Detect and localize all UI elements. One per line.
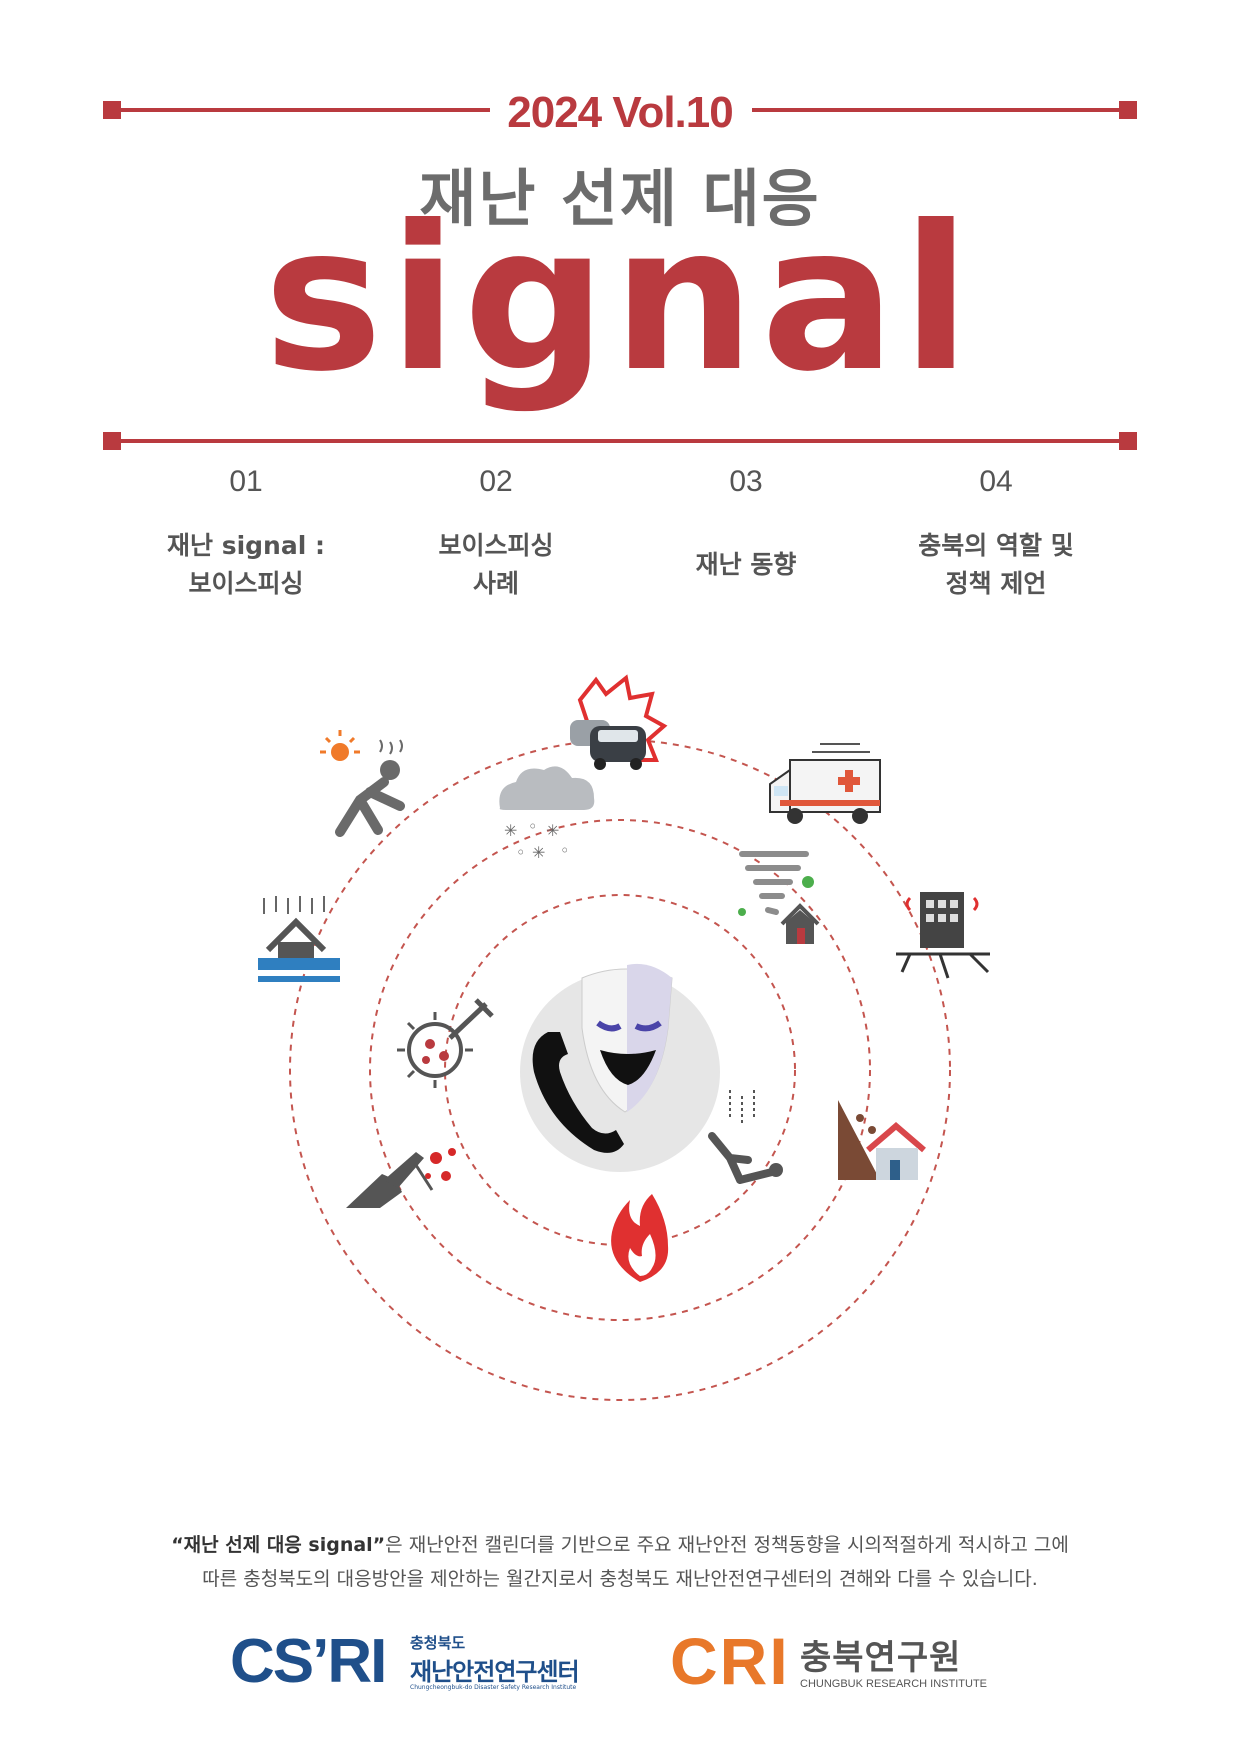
fall-icon — [708, 1090, 783, 1184]
ambulance-icon — [769, 743, 881, 824]
csri-line1: 충청북도 — [410, 1634, 466, 1652]
earthquake-building-icon — [896, 892, 990, 979]
mid-rule — [110, 439, 1130, 443]
toc-item-03[interactable]: 03 재난 동향 — [616, 465, 876, 584]
cri-mark: CRI — [670, 1624, 790, 1698]
virus-icon — [397, 998, 494, 1088]
publication-description: “재난 선제 대응 signal”은 재난안전 캘린더를 기반으로 주요 재난안… — [171, 1534, 1069, 1590]
toc-number: 03 — [729, 465, 763, 498]
toc-number: 01 — [229, 465, 263, 498]
svg-text:◦: ◦ — [516, 843, 525, 862]
orbit-middle — [369, 819, 871, 1321]
fire-icon — [611, 1194, 669, 1282]
landslide-icon — [838, 1100, 926, 1180]
crime-knife-icon — [346, 1148, 456, 1208]
csri-logo: CS’RI 충청북도 재난안전연구센터 Chungcheongbuk-do Di… — [230, 1630, 610, 1700]
toc-item-04[interactable]: 04 충북의 역할 및 정책 제언 — [866, 465, 1126, 603]
page-subtitle: 재난 선제 대응 — [419, 162, 821, 235]
description-title: “재난 선제 대응 signal” — [171, 1534, 386, 1556]
disaster-orbit-diagram: ✳◦✳ ◦✳◦ — [258, 674, 990, 1401]
volume-label: 2024 Vol.10 — [507, 88, 733, 137]
toc-number: 04 — [979, 465, 1013, 498]
cri-logo: CRI 충북연구원 CHUNGBUK RESEARCH INSTITUTE — [670, 1626, 1010, 1702]
svg-text:◦: ◦ — [560, 841, 569, 860]
orbit-inner — [444, 894, 796, 1246]
toc-label: 보이스피싱 사례 — [438, 531, 554, 598]
orbit-outer — [289, 739, 951, 1401]
snow-cloud-icon: ✳◦✳ ◦✳◦ — [499, 766, 595, 862]
toc-label: 충북의 역할 및 정책 제언 — [918, 531, 1074, 598]
svg-text:✳: ✳ — [504, 821, 517, 840]
phone-fraud-mask-icon — [520, 963, 720, 1172]
toc-number: 02 — [479, 465, 513, 498]
page-title: signal — [263, 183, 977, 416]
svg-text:✳: ✳ — [532, 843, 545, 862]
cri-eng: CHUNGBUK RESEARCH INSTITUTE — [800, 1678, 988, 1690]
csri-line3: Chungcheongbuk-do Disaster Safety Resear… — [410, 1684, 577, 1691]
top-rule-left — [110, 108, 490, 112]
heatwave-icon — [320, 730, 405, 837]
toc-label: 재난 동향 — [695, 550, 797, 579]
cri-kor: 충북연구원 — [800, 1638, 962, 1678]
top-rule-right — [752, 108, 1132, 112]
svg-text:◦: ◦ — [528, 817, 537, 836]
rule-end-right — [1119, 101, 1137, 119]
csri-line2: 재난안전연구센터 — [410, 1658, 580, 1686]
rule-end-right-2 — [1119, 432, 1137, 450]
flood-house-icon — [258, 896, 340, 982]
typhoon-icon — [738, 851, 820, 944]
toc-item-01[interactable]: 01 재난 signal : 보이스피싱 — [116, 465, 376, 603]
csri-mark: CS’RI — [230, 1627, 387, 1696]
toc-item-02[interactable]: 02 보이스피싱 사례 — [366, 465, 626, 603]
car-crash-icon — [570, 674, 668, 770]
svg-text:✳: ✳ — [546, 821, 559, 840]
toc-label: 재난 signal : 보이스피싱 — [167, 531, 325, 598]
